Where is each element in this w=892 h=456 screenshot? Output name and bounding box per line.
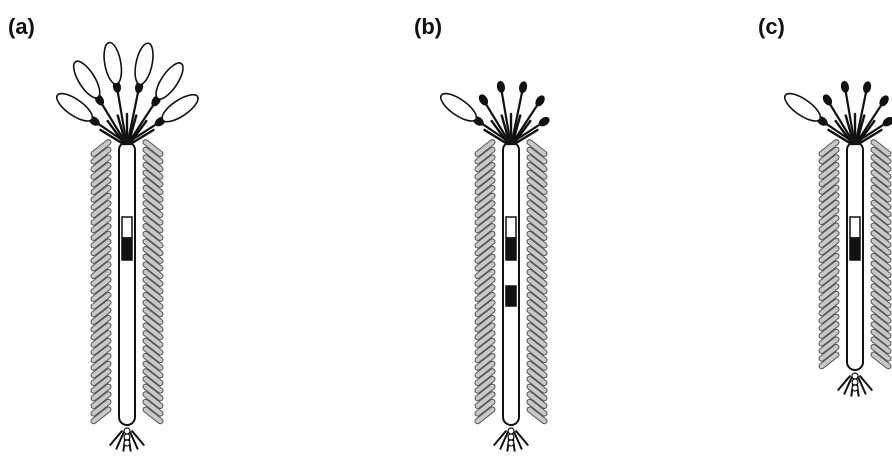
open-flagellum xyxy=(101,41,124,85)
white-band xyxy=(506,217,516,238)
cell-b xyxy=(437,80,552,450)
white-band xyxy=(850,217,860,238)
flagellum-knob xyxy=(840,80,850,93)
flagellum-knob xyxy=(862,81,872,94)
flagellum-knob xyxy=(877,94,890,108)
basal-dot xyxy=(124,440,130,446)
basal-dot xyxy=(508,434,514,440)
open-flagellum xyxy=(781,89,825,126)
basal-dot xyxy=(852,373,858,379)
flagella-b xyxy=(437,80,552,144)
basal-dot xyxy=(852,385,858,391)
open-flagellum xyxy=(151,59,188,103)
flagellum-knob xyxy=(496,80,506,93)
basal-dot xyxy=(852,379,858,385)
flagellum-knob xyxy=(821,93,834,107)
black-band xyxy=(850,238,860,260)
basal-dot xyxy=(508,440,514,446)
flagellum-knob xyxy=(533,94,546,108)
bottom-cilia-a xyxy=(110,428,143,451)
cell-body-b xyxy=(503,142,519,425)
bottom-cilia-c xyxy=(838,373,871,396)
cell-a xyxy=(53,41,202,451)
open-flagellum xyxy=(437,89,481,126)
basal-dot xyxy=(124,434,130,440)
basal-dot xyxy=(508,428,514,434)
black-band xyxy=(506,286,516,306)
black-band xyxy=(506,238,516,260)
cell-body-a xyxy=(119,142,135,425)
open-flagellum xyxy=(69,57,105,101)
white-band xyxy=(122,217,132,238)
flagellum-knob xyxy=(537,115,551,128)
flagellum-knob xyxy=(518,81,528,94)
flagella-c xyxy=(781,80,892,144)
cell-c xyxy=(781,80,892,395)
basal-dot xyxy=(124,428,130,434)
flagellum-knob xyxy=(477,93,490,107)
open-flagellum xyxy=(132,42,156,86)
black-band xyxy=(122,238,132,260)
bottom-cilia-b xyxy=(494,428,527,451)
flagella-a xyxy=(53,41,202,144)
